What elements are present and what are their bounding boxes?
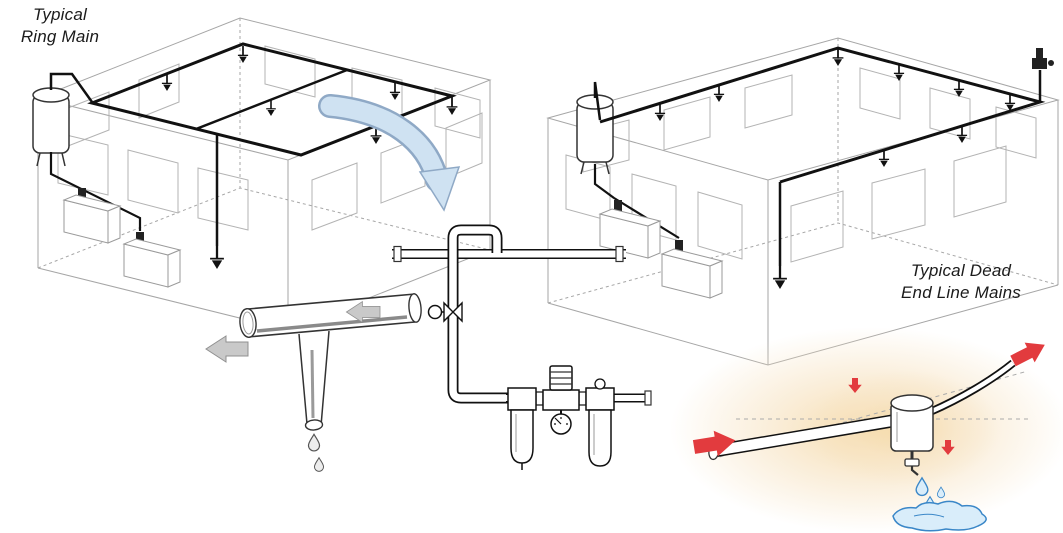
frl-unit bbox=[506, 365, 652, 470]
tee-branch bbox=[299, 331, 329, 426]
filter-bowl bbox=[510, 409, 534, 464]
ring-main-pipe bbox=[49, 42, 457, 246]
outlet-filter-unit bbox=[614, 200, 622, 211]
label-line: Typical bbox=[33, 5, 87, 24]
wall-outlet-box bbox=[660, 248, 724, 299]
condensate-drip bbox=[313, 457, 325, 472]
air-receiver-tank bbox=[576, 94, 614, 175]
label-ring-main: Typical Ring Main bbox=[8, 4, 112, 48]
outlet-filter-unit bbox=[78, 188, 86, 198]
air-receiver-tank bbox=[32, 87, 70, 167]
flow-callout-arrow bbox=[318, 94, 461, 212]
lubricator-bowl bbox=[588, 409, 612, 467]
wall-outlet-box bbox=[598, 208, 662, 259]
valve-handwheel bbox=[427, 304, 443, 320]
lubricator-sight-dome bbox=[594, 378, 606, 390]
airflow-arrow bbox=[205, 335, 249, 363]
drain-tap bbox=[904, 451, 920, 476]
isolation-valve bbox=[427, 301, 463, 323]
condensate-drip bbox=[307, 433, 321, 452]
lubricator-head bbox=[585, 387, 615, 411]
label-line: Ring Main bbox=[20, 27, 100, 47]
dead-end-building bbox=[546, 37, 1060, 366]
building-wireframe bbox=[546, 37, 1060, 366]
corner-filter-unit bbox=[1032, 48, 1054, 69]
outlet-filter-unit bbox=[675, 240, 683, 251]
label-dead-end: Typical Dead End Line Mains bbox=[864, 260, 1058, 304]
drain-legs bbox=[654, 47, 1016, 291]
frl-drop-leg-detail bbox=[392, 224, 652, 470]
wall-outlet-box bbox=[62, 194, 122, 244]
filter-head bbox=[507, 387, 537, 411]
regulator-body bbox=[542, 389, 580, 411]
wall-panels bbox=[565, 67, 1037, 263]
condensate-in-pipe bbox=[256, 315, 408, 333]
condensate-pipe-cutaway bbox=[205, 293, 422, 472]
moisture-collector bbox=[890, 394, 934, 452]
wall-outlet-drops bbox=[593, 164, 724, 299]
drain-point-detail bbox=[670, 327, 1063, 533]
drain-legs bbox=[161, 45, 459, 271]
label-line: Typical Dead bbox=[910, 261, 1012, 280]
label-line: End Line Mains bbox=[901, 283, 1021, 303]
wall-outlet-drops bbox=[49, 152, 182, 288]
wall-outlet-box bbox=[122, 238, 182, 288]
outlet-filter-unit bbox=[136, 232, 144, 242]
ring-main-building bbox=[32, 17, 492, 331]
dead-end-main-pipe bbox=[593, 46, 1046, 266]
